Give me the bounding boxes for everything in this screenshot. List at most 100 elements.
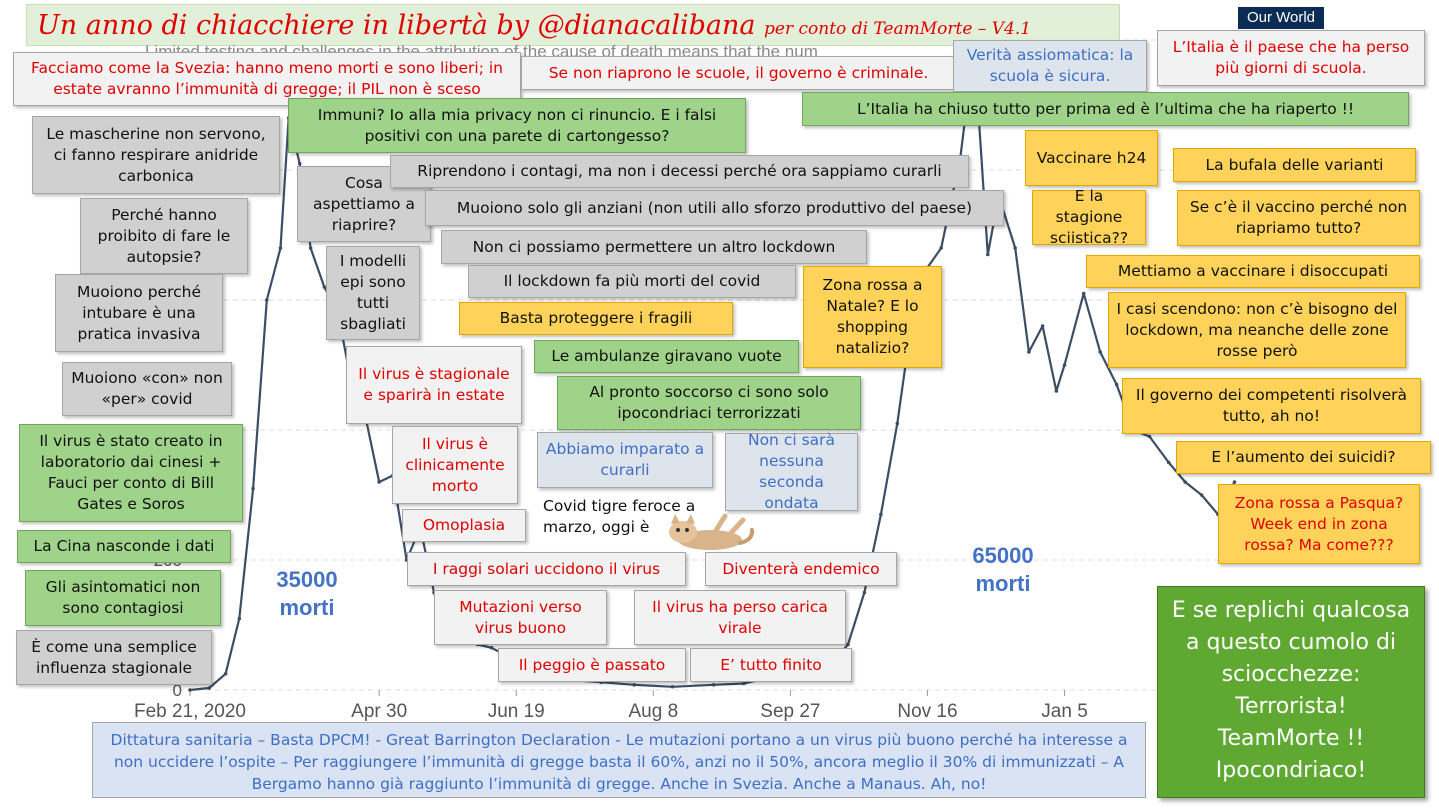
annotation-raggi: I raggi solari uccidono il virus (407, 552, 686, 586)
annotation-mutazioni: Mutazioni verso virus buono (434, 590, 607, 645)
annotation-text: Facciamo come la Svezia: hanno meno mort… (30, 59, 503, 98)
deaths-value: 65000 (972, 543, 1034, 568)
annotation-imparato: Abbiamo imparato a curarli (537, 432, 713, 488)
annotation-text: Diventerà endemico (722, 559, 880, 578)
annotation-seconda: Non ci sarà nessuna seconda ondata (725, 431, 858, 512)
data-point (308, 246, 313, 250)
annotation-verita: Verità assiomatica: la scuola è sicura. (953, 40, 1147, 92)
annotation-text: L’Italia è il paese che ha perso più gio… (1172, 38, 1410, 77)
deaths-label-35000: 35000 morti (262, 566, 352, 622)
annotation-vaccino: Se c’è il vaccino perché non riapriamo t… (1177, 190, 1420, 246)
annotation-text: Le ambulanze giravano vuote (551, 347, 782, 365)
annotation-text: Le mascherine non servono, ci fanno resp… (46, 124, 266, 185)
annotation-text: Cosa aspettiamo a riaprire? (313, 173, 415, 234)
annotation-text: I modelli epi sono tutti sbagliati (339, 252, 407, 333)
data-point (278, 246, 283, 250)
data-point (322, 285, 327, 289)
annotation-text: Non ci sarà nessuna seconda ondata (747, 431, 836, 512)
data-point (862, 590, 867, 595)
annotation-endemico: Diventerà endemico (705, 552, 897, 586)
x-tick-label: Feb 21, 2020 (134, 701, 246, 722)
annotation-modelli: I modelli epi sono tutti sbagliati (326, 246, 420, 340)
annotation-fragili: Basta proteggere i fragili (459, 302, 733, 335)
data-point (1147, 434, 1152, 439)
annotation-cosa: Cosa aspettiamo a riaprire? (297, 166, 431, 242)
annotation-finito: E’ tutto finito (690, 648, 852, 682)
annotation-scuole: Se non riaprono le scuole, il governo è … (521, 56, 956, 90)
annotation-lockdown: Il lockdown fa più morti del covid (468, 265, 796, 298)
data-point (264, 298, 269, 302)
annotation-suicidi: E l’aumento dei suicidi? (1176, 441, 1431, 474)
data-point (939, 246, 943, 250)
annotation-svezia: Facciamo come la Svezia: hanno meno mort… (13, 52, 521, 106)
annotation-natale: Zona rossa a Natale? E lo shopping natal… (803, 266, 942, 368)
x-tick-label: Aug 8 (628, 701, 678, 722)
annotation-carica: Il virus ha perso carica virale (634, 590, 846, 645)
annotation-chiuso: L’Italia ha chiuso tutto per prima ed è … (802, 92, 1409, 126)
data-point (223, 671, 228, 676)
data-point (1232, 480, 1237, 484)
x-tick-label: Sep 27 (760, 701, 820, 722)
annotation-text: Verità assiomatica: la scuola è sicura. (966, 46, 1134, 85)
annotation-cina: La Cina nasconde i dati (17, 530, 231, 563)
data-point (1166, 460, 1171, 465)
annotation-bufala: La bufala delle varianti (1173, 148, 1416, 182)
data-point (489, 645, 494, 650)
data-point (711, 683, 716, 687)
data-point (741, 681, 746, 686)
annotation-text: Abbiamo imparato a curarli (545, 440, 705, 479)
annotation-text: Non ci possiamo permettere un altro lock… (472, 237, 836, 256)
data-point (846, 642, 850, 647)
annotation-text: La bufala delle varianti (1205, 155, 1384, 174)
y-tick-label: 0 (173, 681, 182, 700)
deaths-unit: morti (975, 571, 1031, 596)
data-point (632, 683, 636, 687)
annotation-text: I raggi solari uccidono il virus (432, 559, 661, 578)
x-tick-label: Jan 5 (1041, 701, 1087, 722)
annotation-peggio: Il peggio è passato (498, 648, 686, 682)
annotation-casi: I casi scendono: non c’è bisogno del loc… (1108, 292, 1406, 368)
annotation-text: Mettiamo a vaccinare i disoccupati (1117, 262, 1389, 280)
annotation-con-per: Muoiono «con» non «per» covid (62, 362, 232, 416)
annotation-text: Zona rossa a Natale? E lo shopping natal… (822, 276, 923, 357)
data-point (879, 512, 883, 517)
annotation-tigre: Covid tigre feroce a marzo, oggi è (537, 494, 725, 540)
annotation-competenti: Il governo dei competenti risolverà tutt… (1122, 378, 1421, 434)
annotation-text: E’ tutto finito (720, 655, 822, 674)
data-point (1183, 480, 1187, 484)
deaths-unit: morti (279, 595, 335, 620)
data-point (1013, 246, 1017, 250)
data-point (895, 421, 900, 426)
annotation-stagionale: Il virus è stagionale e sparirà in estat… (346, 346, 522, 424)
annotation-clinicamente: Il virus è clinicamente morto (392, 426, 518, 504)
annotation-text: Muoiono «con» non «per» covid (71, 369, 223, 408)
annotation-text: Covid tigre feroce a marzo, oggi è (543, 497, 696, 536)
annotation-text: Il virus è clinicamente morto (405, 434, 505, 495)
annotation-text: E l’aumento dei suicidi? (1211, 448, 1396, 466)
annotation-text: Riprendono i contagi, ma non i decessi p… (417, 162, 942, 180)
data-point (1081, 291, 1086, 296)
data-point (237, 616, 242, 621)
annotation-mascherine: Le mascherine non servono, ci fanno resp… (32, 116, 280, 194)
final-message: E se replichi qualcosa a questo cumolo d… (1157, 586, 1425, 798)
annotation-autopsie: Perché hanno proibito di fare le autopsi… (80, 198, 248, 274)
annotation-italia-scuola: L’Italia è il paese che ha perso più gio… (1157, 30, 1425, 86)
data-point (1027, 350, 1031, 354)
annotation-asintomatici: Gli asintomatici non sono contagiosi (25, 570, 221, 626)
annotation-text: Immuni? Io alla mia privacy non ci rinun… (317, 105, 717, 145)
data-point (207, 686, 211, 690)
data-point (1114, 382, 1119, 387)
page-title: Un anno di chiacchiere in libertà by @di… (26, 4, 1120, 46)
annotation-text: Il governo dei competenti risolverà tutt… (1135, 386, 1408, 425)
annotation-immuni: Immuni? Io alla mia privacy non ci rinun… (288, 98, 746, 153)
data-point (1098, 350, 1102, 354)
annotation-text: Muoiono solo gli anziani (non utili allo… (456, 198, 973, 217)
annotation-text: L’Italia ha chiuso tutto per prima ed è … (856, 99, 1355, 118)
annotation-text: È come una semplice influenza stagionale (31, 637, 197, 677)
annotation-ambulanze: Le ambulanze giravano vuote (534, 340, 799, 373)
annotation-text: Il virus è stagionale e sparirà in estat… (358, 365, 510, 404)
data-point (1199, 493, 1204, 497)
x-tick-label: Nov 16 (897, 701, 957, 722)
annotation-influenza: È come una semplice influenza stagionale (16, 630, 212, 685)
